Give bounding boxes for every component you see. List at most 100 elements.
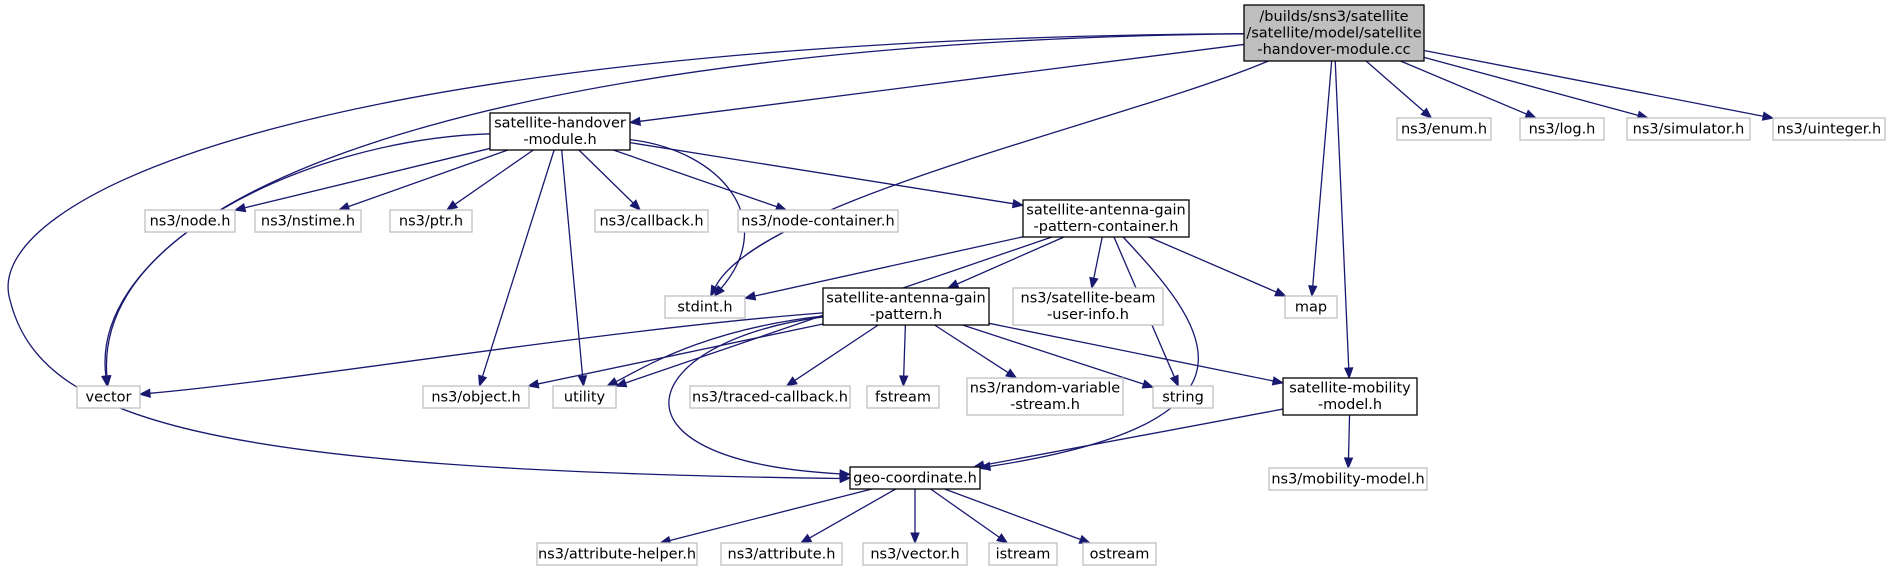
node-box (689, 385, 851, 409)
node-label-line: -module.h (523, 132, 596, 148)
node-box (1282, 377, 1418, 416)
node-object-h[interactable]: ns3/object.h (422, 385, 530, 409)
node-ptr-h[interactable]: ns3/ptr.h (389, 209, 473, 233)
edge-line (615, 315, 824, 383)
node-box (720, 542, 843, 566)
node-vector-h[interactable]: ns3/vector.h (862, 542, 968, 566)
edge-line (244, 147, 491, 209)
edge-root-to-mobility-h (1334, 60, 1354, 380)
edge-line (578, 149, 634, 204)
edge-mobility-h-to-geo-h (972, 408, 1284, 470)
node-uinteger-h[interactable]: ns3/uinteger.h (1772, 117, 1886, 141)
edge-line (104, 133, 491, 377)
node-root[interactable]: /builds/sns3/satellite/satellite/model/s… (1243, 4, 1425, 62)
edge-handover-h-to-object-h (478, 149, 555, 388)
node-attribute-helper-h[interactable]: ns3/attribute-helper.h (536, 542, 698, 566)
edge-line (1312, 60, 1333, 287)
edge-line (989, 236, 1199, 468)
edge-line (1093, 236, 1103, 279)
edge-line (930, 488, 1000, 538)
edge-root-to-enum-h (1365, 60, 1433, 119)
edge-arrowhead (1271, 376, 1285, 386)
node-simulator-h[interactable]: ns3/simulator.h (1626, 117, 1751, 141)
node-gain-container-h[interactable]: satellite-antenna-gain-pattern-container… (1022, 199, 1190, 238)
node-string[interactable]: string (1152, 385, 1214, 409)
edge-line (7, 32, 1245, 480)
edge-line (934, 324, 1009, 374)
node-istream[interactable]: istream (988, 542, 1058, 566)
node-handover-h[interactable]: satellite-handover-module.h (489, 112, 631, 151)
node-label-line: ns3/simulator.h (1633, 121, 1745, 137)
node-label-line: ns3/satellite-beam (1021, 291, 1156, 307)
node-mobility-h[interactable]: satellite-mobility-model.h (1282, 377, 1418, 416)
node-label-line: string (1162, 389, 1204, 405)
node-node-h[interactable]: ns3/node.h (144, 209, 236, 233)
node-fstream[interactable]: fstream (866, 385, 940, 409)
node-map[interactable]: map (1284, 295, 1338, 319)
edge-handover-h-to-stdint-h (629, 138, 746, 298)
node-enum-h[interactable]: ns3/enum.h (1396, 117, 1492, 141)
node-node-container-h[interactable]: ns3/node-container.h (737, 209, 899, 233)
edge-line (105, 33, 1245, 377)
node-utility[interactable]: utility (552, 385, 617, 409)
edge-geo-h-to-attribute-helper-h (658, 488, 873, 545)
node-attribute-h[interactable]: ns3/attribute.h (720, 542, 843, 566)
edge-gain-pattern-h-to-random-variable-h (934, 324, 1018, 379)
node-beam-user-info-h[interactable]: ns3/satellite-beam-user-info.h (1012, 287, 1164, 326)
node-vector[interactable]: vector (76, 385, 141, 409)
node-geo-h[interactable]: geo-coordinate.h (849, 466, 981, 490)
edge-root-to-simulator-h (1423, 56, 1650, 120)
edge-root-to-handover-h (628, 43, 1245, 126)
edge-line (714, 60, 1269, 288)
edge-line (983, 408, 1284, 466)
node-gain-pattern-h[interactable]: satellite-antenna-gain-pattern.h (822, 287, 990, 326)
edge-geo-h-to-istream (930, 488, 1009, 544)
node-random-variable-h[interactable]: ns3/random-variable-stream.h (966, 377, 1124, 416)
edge-arrowhead (628, 116, 642, 126)
edge-line (956, 236, 1065, 285)
node-callback-h[interactable]: ns3/callback.h (594, 209, 709, 233)
node-box (1626, 117, 1751, 141)
edge-arrowhead (1524, 109, 1538, 119)
edge-line (454, 149, 534, 205)
edge-gain-pattern-h-to-vector (138, 312, 824, 398)
graph-nodes: /builds/sns3/satellite/satellite/model/s… (76, 4, 1886, 566)
node-ostream[interactable]: ostream (1082, 542, 1157, 566)
node-box (389, 209, 473, 233)
edge-arrowhead (1089, 276, 1099, 290)
node-label-line: -user-info.h (1047, 307, 1129, 323)
edge-root-to-uinteger-h (1423, 49, 1775, 121)
node-box (664, 295, 746, 319)
edge-arrowhead (138, 388, 151, 398)
edge-handover-h-to-callback-h (578, 149, 642, 211)
edge-line (809, 488, 896, 539)
edge-arrowhead (1420, 107, 1433, 119)
node-label-line: ns3/callback.h (599, 213, 703, 229)
edge-line (1423, 49, 1764, 117)
node-traced-callback-h[interactable]: ns3/traced-callback.h (689, 385, 851, 409)
edge-arrowhead (605, 377, 619, 387)
edge-gain-pattern-h-to-fstream (898, 324, 909, 388)
edge-gain-pattern-h-to-object-h (526, 323, 824, 389)
edge-gain-pattern-h-to-mobility-h (988, 322, 1285, 386)
node-box (552, 385, 617, 409)
node-box (422, 385, 530, 409)
edge-line (1365, 60, 1425, 112)
node-log-h[interactable]: ns3/log.h (1519, 117, 1605, 141)
node-nstime-h[interactable]: ns3/nstime.h (254, 209, 362, 233)
edge-arrowhead (910, 532, 920, 545)
node-box (737, 209, 899, 233)
node-label-line: ns3/node.h (150, 213, 231, 229)
edge-handover-h-to-ptr-h (445, 149, 534, 211)
node-stdint-h[interactable]: stdint.h (664, 295, 746, 319)
edge-arrowhead (898, 375, 909, 388)
edge-gain-container-h-to-map (1148, 236, 1287, 297)
edge-arrowhead (1308, 285, 1318, 298)
node-mobility-model-h[interactable]: ns3/mobility-model.h (1268, 467, 1428, 491)
edge-line (903, 324, 907, 377)
node-box (1268, 467, 1428, 491)
edge-arrowhead (1011, 198, 1025, 209)
edge-gain-pattern-h-to-string (962, 324, 1155, 389)
edge-line (1347, 414, 1351, 459)
node-label-line: -model.h (1318, 397, 1382, 413)
